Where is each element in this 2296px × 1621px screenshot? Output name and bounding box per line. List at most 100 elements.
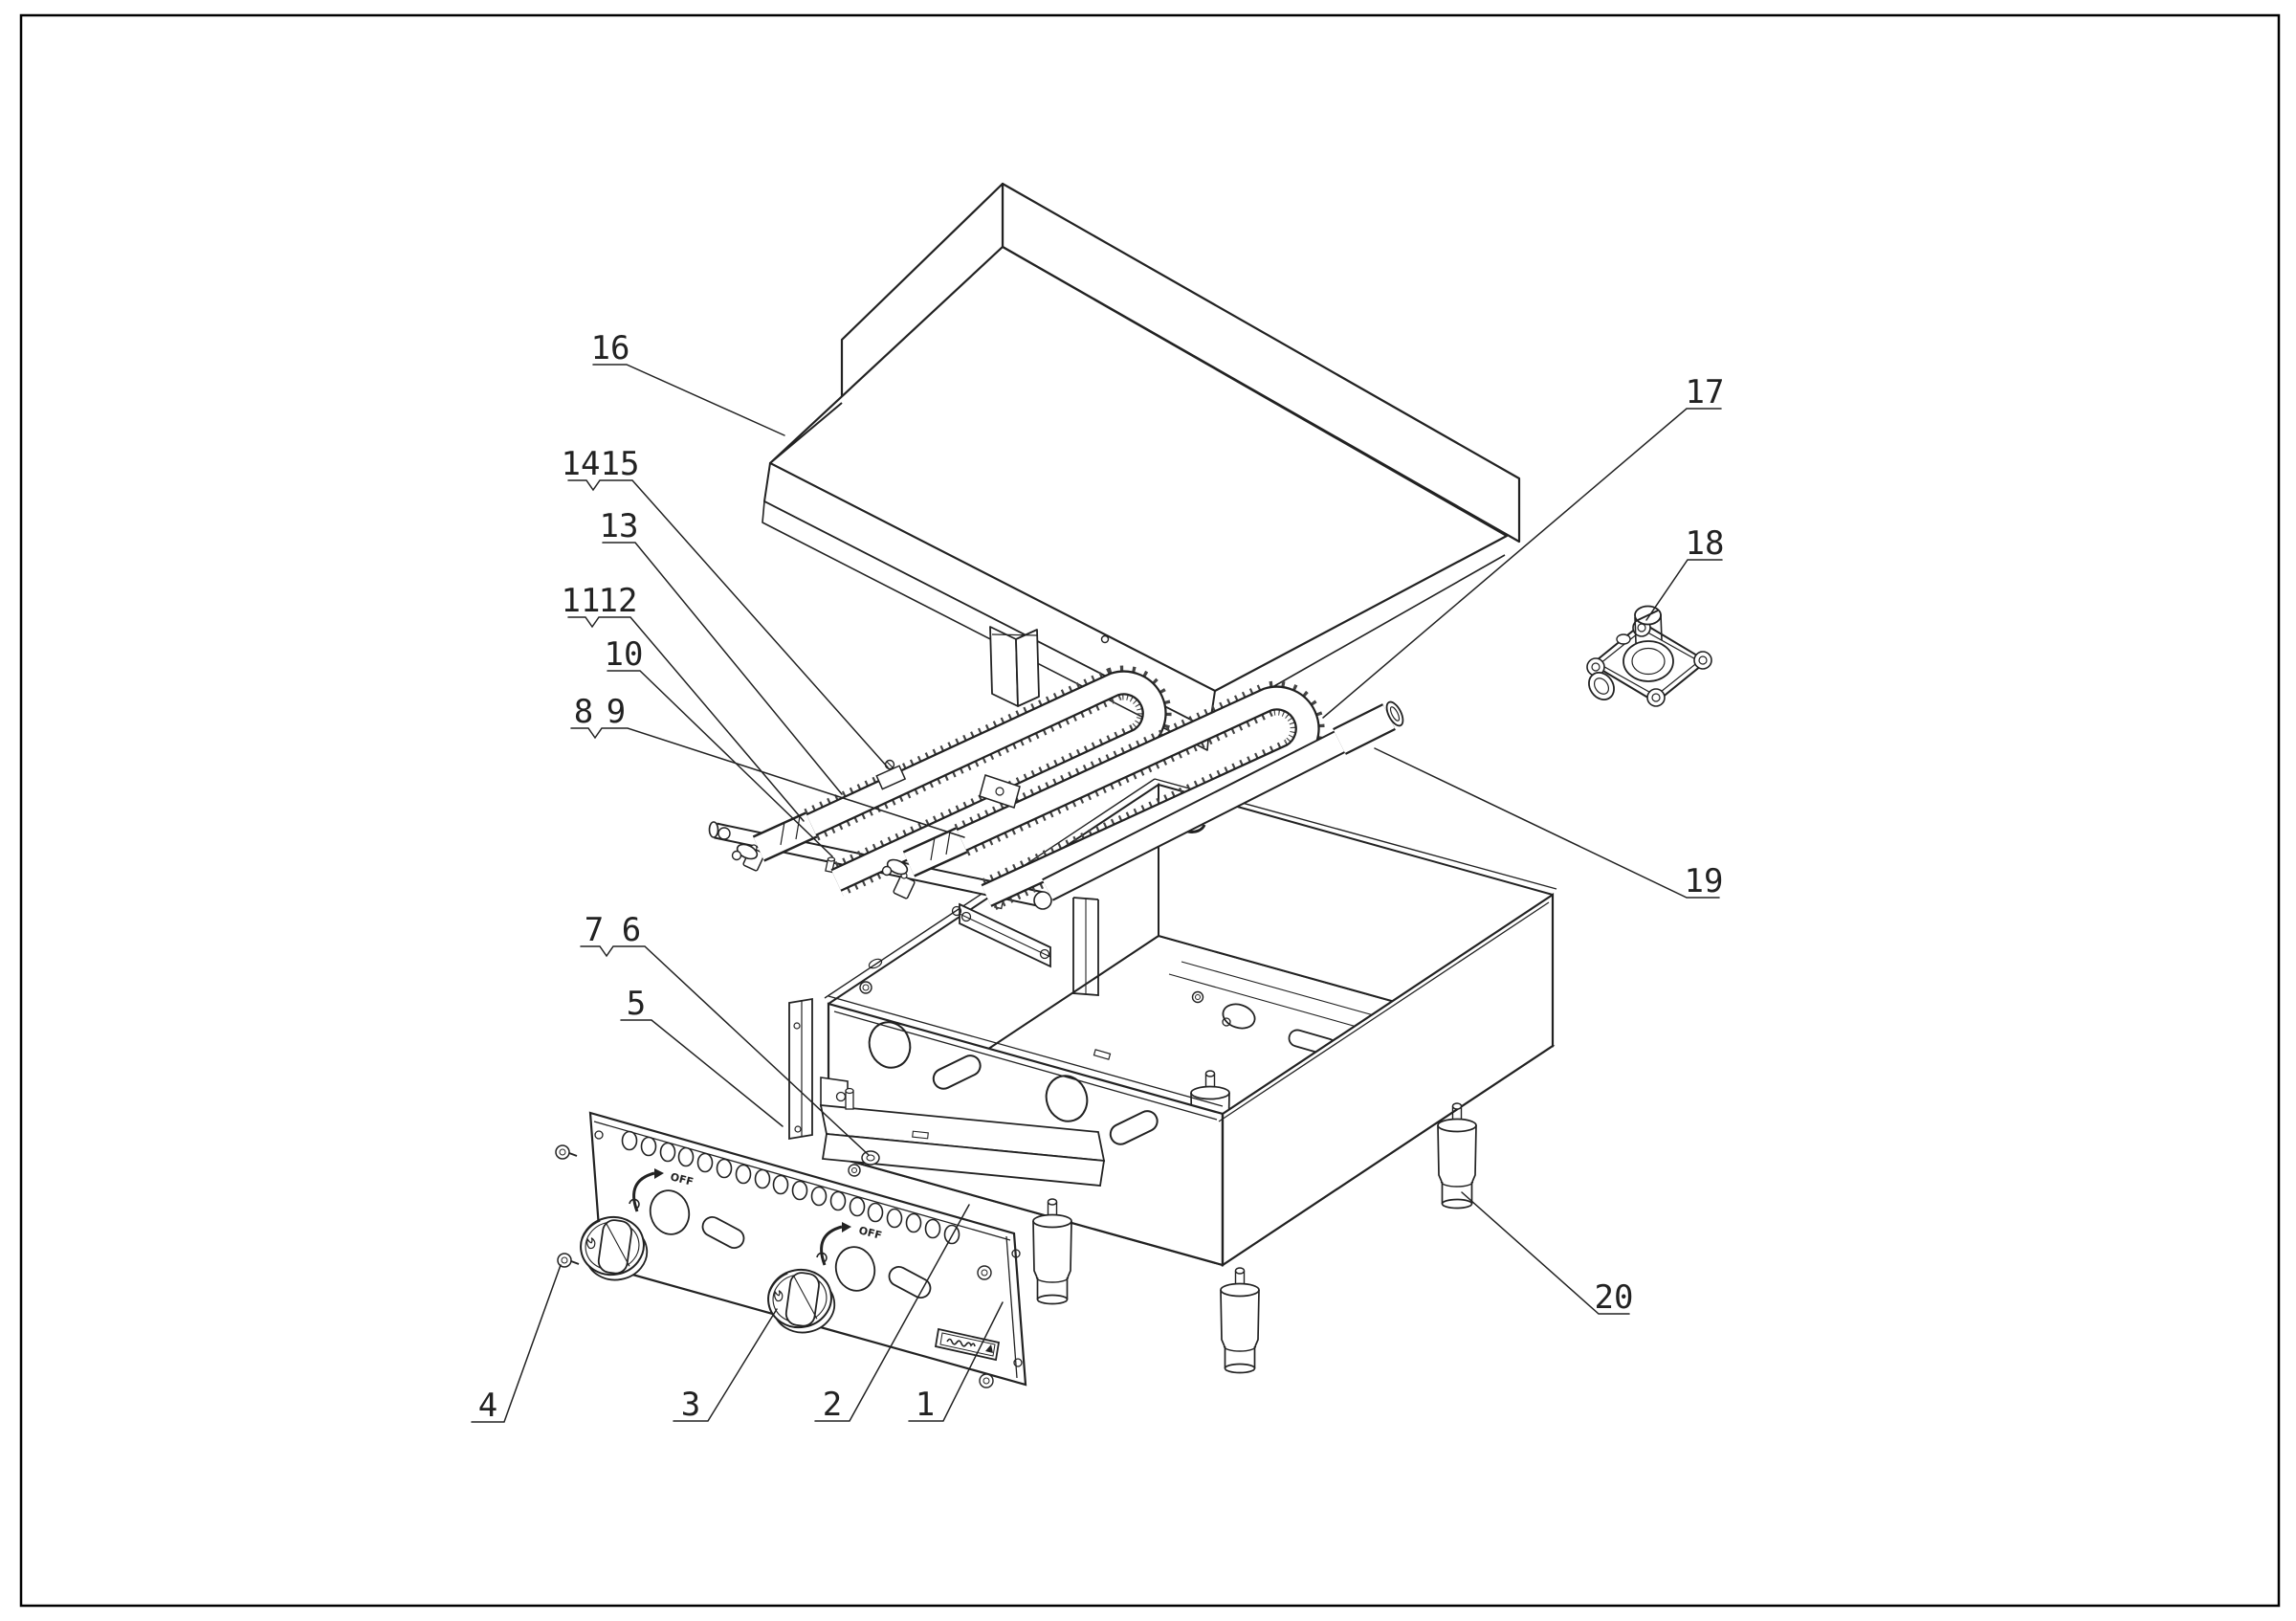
valve-stem-hole: [649, 1189, 691, 1235]
svg-text:15: 15: [601, 445, 640, 483]
cross-brace: [951, 902, 1051, 968]
knob-station: OFF: [629, 1168, 745, 1250]
burner-venturi: [731, 811, 818, 862]
manifold-nut: [718, 827, 731, 840]
standoff: [859, 981, 872, 994]
leader-10: [607, 670, 833, 857]
callout-16: 16: [591, 329, 785, 436]
callout-20: 20: [1461, 1191, 1634, 1317]
brand-logo-plate: [934, 1327, 1001, 1362]
off-arrowhead: [654, 1168, 664, 1179]
rotate-glyph: [629, 1198, 640, 1210]
regulator-ear: [1693, 651, 1712, 670]
callout-17: 17: [1322, 373, 1725, 719]
callout-5: 5: [620, 985, 784, 1127]
callout-8-9: 8 9: [570, 693, 965, 838]
off-arc: [820, 1225, 843, 1266]
floor-stud: [1222, 1017, 1231, 1027]
off-label: OFF: [857, 1224, 883, 1242]
svg-text:18: 18: [1686, 524, 1725, 563]
svg-text:20: 20: [1595, 1278, 1634, 1317]
leader-1: [908, 1301, 1004, 1422]
svg-text:14: 14: [562, 445, 601, 483]
svg-text:1: 1: [916, 1386, 935, 1424]
svg-text:2: 2: [823, 1386, 842, 1424]
svg-text:13: 13: [600, 507, 639, 545]
svg-text:8: 8: [574, 693, 593, 731]
callout-4: 4: [471, 1264, 562, 1425]
svg-text:3: 3: [681, 1386, 700, 1424]
leader-14-15: [567, 479, 889, 768]
callout-13: 13: [600, 507, 843, 795]
loose-screw: [555, 1144, 578, 1160]
svg-text:6: 6: [622, 911, 641, 949]
floor-hole: [1222, 1003, 1256, 1030]
leader-3: [673, 1308, 778, 1422]
off-arc: [632, 1171, 655, 1212]
svg-text:9: 9: [607, 693, 626, 731]
leader-18: [1645, 559, 1723, 621]
control-panel: OFF OFF: [588, 1111, 1027, 1388]
panel-screw: [979, 1373, 994, 1388]
callout-10: 10: [605, 635, 833, 857]
leader-16: [592, 364, 785, 436]
front-slot: [932, 1055, 982, 1090]
brand-logo-mark: [985, 1344, 993, 1353]
callout-1: 1: [908, 1301, 1004, 1424]
regulator-inlet: [1588, 672, 1615, 700]
leader-4: [471, 1264, 562, 1423]
washer-and-screw: [848, 1150, 880, 1177]
pressure-regulator: [1586, 605, 1712, 707]
supply-pipe: [1042, 700, 1404, 901]
svg-text:10: 10: [605, 635, 644, 674]
leader-19: [1374, 747, 1720, 899]
panel-face: [588, 1111, 1027, 1387]
corner-post: [788, 997, 813, 1141]
panel-slot: [888, 1265, 932, 1299]
valve-stem-hole: [834, 1246, 876, 1292]
orifice: [731, 850, 742, 861]
plate-lip-screw: [1100, 634, 1110, 644]
grease-chute-assembly: [819, 1077, 1106, 1187]
manifold-elbow: [1033, 891, 1052, 910]
griddle-plate: [762, 182, 1521, 751]
panel-hole: [594, 1130, 604, 1140]
pilot-bracket: [979, 774, 1021, 809]
front-hole: [868, 1021, 912, 1069]
rim-slot: [868, 958, 883, 969]
manifold-end-cap: [708, 821, 719, 838]
svg-text:4: 4: [478, 1387, 497, 1425]
leader-7-6: [580, 945, 870, 1156]
weld-stud: [845, 1087, 854, 1110]
panel-hole: [1011, 1249, 1021, 1258]
svg-text:5: 5: [627, 985, 646, 1023]
chute-front: [821, 1133, 1106, 1187]
knob-station: OFF: [816, 1222, 932, 1299]
off-arrowhead: [842, 1222, 851, 1232]
regulator-port: [1616, 633, 1631, 645]
panel-slot: [701, 1215, 745, 1250]
burner-venturi: [881, 827, 968, 877]
svg-text:16: 16: [591, 329, 630, 367]
off-label: OFF: [669, 1170, 695, 1188]
support-bracket: [1072, 897, 1099, 996]
regulator-vent-cap: [1634, 605, 1663, 644]
leader-20: [1461, 1191, 1630, 1315]
callout-2: 2: [814, 1204, 970, 1424]
leader-5: [620, 1019, 784, 1127]
leader-13: [602, 542, 843, 795]
callout-14-15: 14 15: [562, 445, 889, 768]
regulator-dome: [1623, 640, 1674, 682]
callout-3: 3: [673, 1308, 778, 1424]
front-slot: [1109, 1110, 1159, 1145]
vent-hole-row: [621, 1130, 960, 1245]
front-hole: [1045, 1075, 1089, 1122]
burner-left: [731, 665, 1172, 897]
svg-text:19: 19: [1685, 862, 1724, 900]
svg-text:17: 17: [1686, 373, 1725, 411]
svg-text:12: 12: [599, 582, 638, 620]
loose-screw: [557, 1253, 580, 1268]
leader-2: [814, 1204, 970, 1422]
